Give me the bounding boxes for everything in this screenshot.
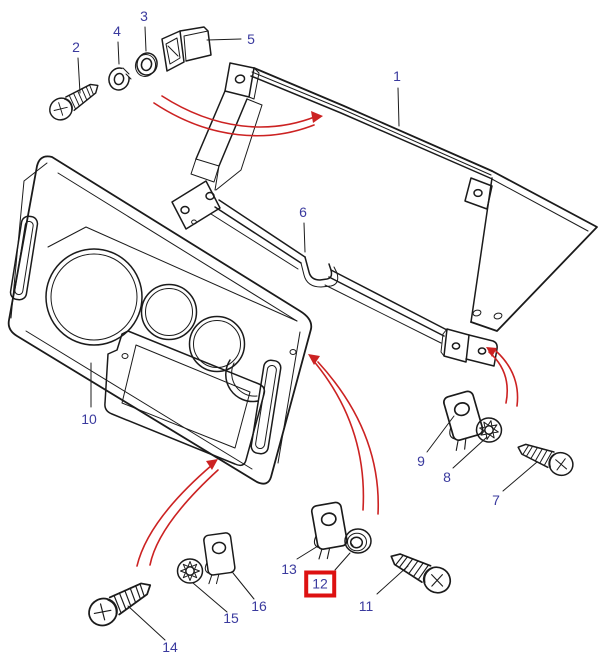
leader-line-5 [206, 38, 242, 41]
callout-15[interactable]: 15 [223, 610, 239, 626]
callout-5[interactable]: 5 [247, 31, 255, 47]
leader-line-12 [334, 552, 351, 571]
part-10-instrument-bezel[interactable] [7, 155, 313, 485]
leader-line-2 [77, 57, 81, 94]
leader-line-16 [232, 572, 255, 600]
leader-line-15 [192, 582, 228, 613]
callout-11[interactable]: 11 [358, 598, 374, 614]
callout-12[interactable]: 12 [304, 570, 336, 598]
callout-6[interactable]: 6 [299, 204, 307, 220]
callout-14[interactable]: 14 [162, 639, 178, 655]
part-6-support-rail[interactable] [171, 180, 448, 344]
callout-2[interactable]: 2 [72, 39, 80, 55]
callout-10[interactable]: 10 [81, 411, 97, 427]
callout-4[interactable]: 4 [113, 23, 121, 39]
leader-line-3 [144, 26, 147, 52]
leader-line-11 [376, 565, 409, 595]
callout-1[interactable]: 1 [393, 68, 401, 84]
assembly-arrows [136, 95, 519, 567]
callout-7[interactable]: 7 [492, 492, 500, 508]
leader-line-9 [426, 415, 455, 453]
leader-line-1 [397, 87, 400, 127]
leader-line-4 [117, 41, 120, 65]
callout-3[interactable]: 3 [140, 8, 148, 24]
assembly-arrow-bottom-left [136, 459, 219, 567]
leader-line-14 [127, 605, 166, 641]
assembly-arrow-top [153, 95, 323, 137]
part-5-switch-blank[interactable] [161, 26, 212, 72]
callout-9[interactable]: 9 [417, 453, 425, 469]
leader-line-7 [502, 461, 538, 492]
part-3-washer[interactable] [133, 51, 159, 79]
part-4-lock-washer[interactable] [107, 66, 133, 92]
callout-8[interactable]: 8 [443, 469, 451, 485]
leader-lines [77, 26, 538, 641]
assembly-arrow-center [308, 354, 380, 515]
leader-line-6 [303, 222, 306, 253]
callout-16[interactable]: 16 [251, 598, 267, 614]
leader-line-8 [452, 436, 488, 469]
part-1-housing-cowl[interactable] [190, 62, 598, 367]
callout-13[interactable]: 13 [281, 561, 297, 577]
assembly-arrow-right [486, 347, 519, 407]
leader-line-13 [296, 545, 319, 560]
